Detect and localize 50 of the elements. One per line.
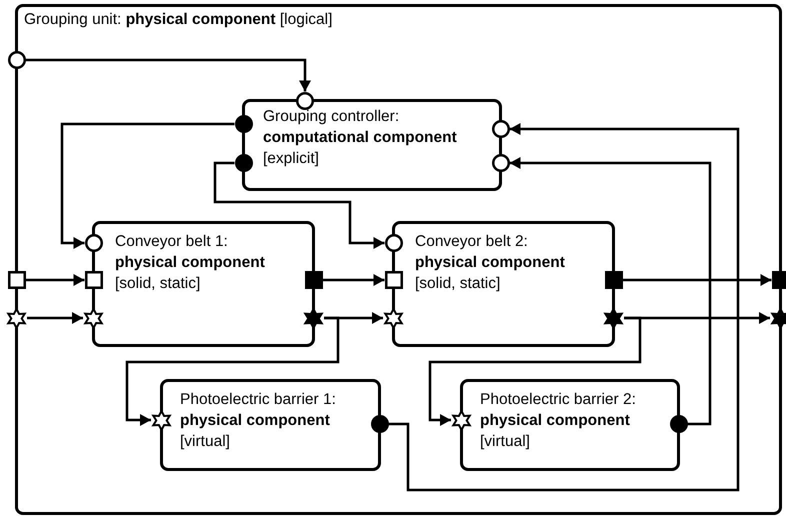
port-circle [234,154,252,172]
component-name: Photoelectric barrier 1: [180,390,336,410]
port-star [770,308,786,328]
port-star [603,308,624,328]
port-square [384,271,402,289]
connector-arrow [388,123,740,492]
port-circle [670,415,688,433]
component-name: Conveyor belt 1: [115,232,229,252]
connector-arrow [26,58,311,92]
port-star [303,308,324,328]
port-circle [296,92,314,110]
component-type: physical component [115,253,265,273]
connector-arrow [510,157,712,426]
port-star [451,410,472,430]
connector-arrow [622,274,772,286]
component-type: physical component [415,253,565,273]
port-circle [492,120,510,138]
component-attributes: [virtual] [480,432,531,452]
connector-arrow [27,312,83,324]
component-type: computational component [263,128,457,148]
port-circle [492,154,510,172]
port-circle [8,51,26,69]
port-square [304,271,322,289]
unit-heading: Grouping unit: physical component [logical] [24,10,332,30]
port-circle [370,415,388,433]
port-circle [234,115,252,133]
port-star [383,308,404,328]
connector-arrow [60,122,234,249]
component-name: Conveyor belt 2: [415,232,529,252]
port-square [84,271,102,289]
connector-arrow [214,162,384,249]
connector-arrow [26,274,84,286]
component-attributes: [solid, static] [415,274,502,294]
connector-arrow [322,274,384,286]
component-attributes: [virtual] [180,432,231,452]
component-attributes: [explicit] [263,149,320,169]
component-name: Grouping controller: [263,107,400,127]
component-attributes: [solid, static] [115,274,202,294]
port-star [83,308,104,328]
connector-arrow [428,316,642,426]
component-type: physical component [180,411,331,431]
port-square [8,271,26,289]
port-square [604,271,622,289]
connector-arrow [126,316,340,426]
port-star [6,308,27,328]
port-circle [84,234,102,252]
component-type: physical component [480,411,631,431]
port-circle [384,234,402,252]
port-star [151,410,172,430]
component-name: Photoelectric barrier 2: [480,390,636,410]
